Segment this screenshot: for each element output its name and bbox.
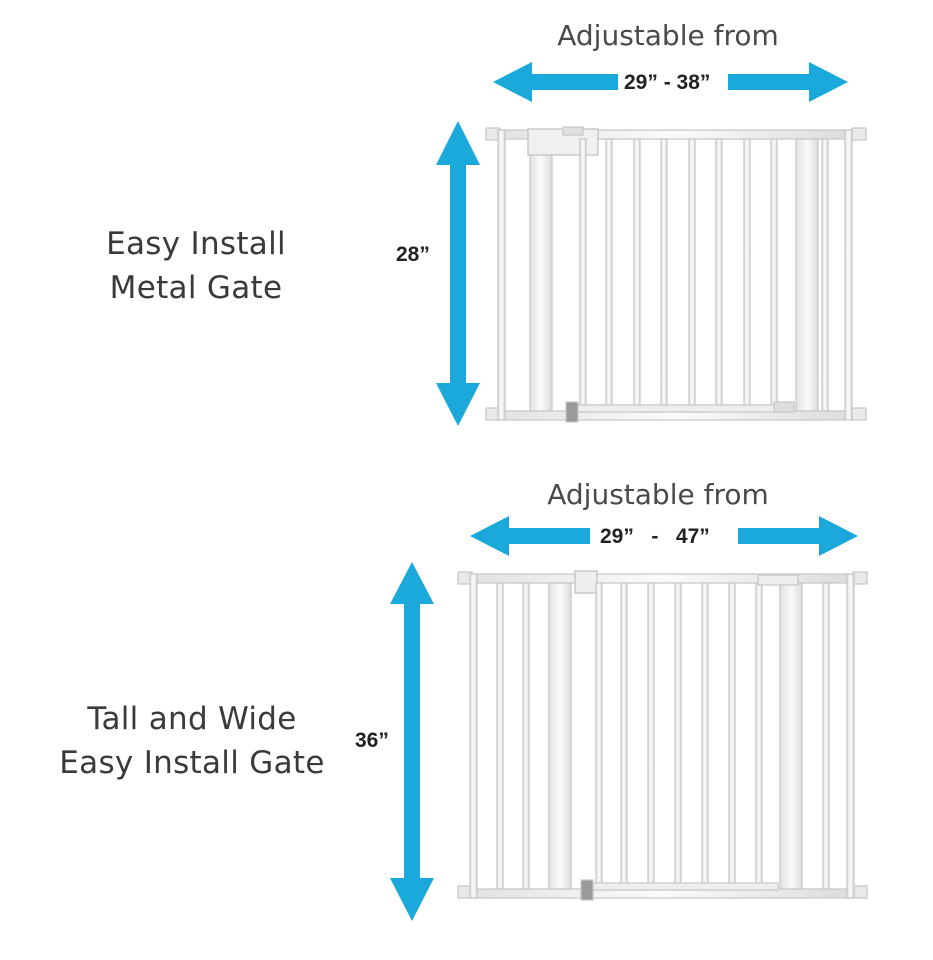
product-name-line1: Easy Install [106,226,286,262]
height-arrow-2 [390,562,434,921]
height-arrow-1 [436,121,480,426]
product-name-easy-install-metal-gate: Easy Install Metal Gate [46,222,346,310]
width-range-label: 29” - 38” [624,71,710,95]
height-label: 28” [396,243,430,266]
width-min: 29” [600,525,634,548]
width-separator: - [663,71,671,94]
width-max: 47” [675,525,710,548]
gate-1-illustration [485,126,867,423]
width-arrow-1 [493,62,848,102]
product-name-line1: Tall and Wide [87,701,297,737]
width-max: 38” [676,71,711,94]
product-name-tall-wide-easy-install-gate: Tall and Wide Easy Install Gate [42,697,342,785]
product-name-line2: Easy Install Gate [59,745,325,781]
height-label: 36” [355,729,389,752]
width-separator: - [651,525,659,548]
gate-2-illustration [457,570,868,901]
product-name-line2: Metal Gate [109,270,283,306]
width-min: 29” [624,71,658,94]
adjustable-label: Adjustable from [547,478,769,511]
adjustable-label: Adjustable from [557,19,779,52]
width-range-label: 29” - 47” [600,525,710,549]
width-arrow-2 [470,516,858,556]
